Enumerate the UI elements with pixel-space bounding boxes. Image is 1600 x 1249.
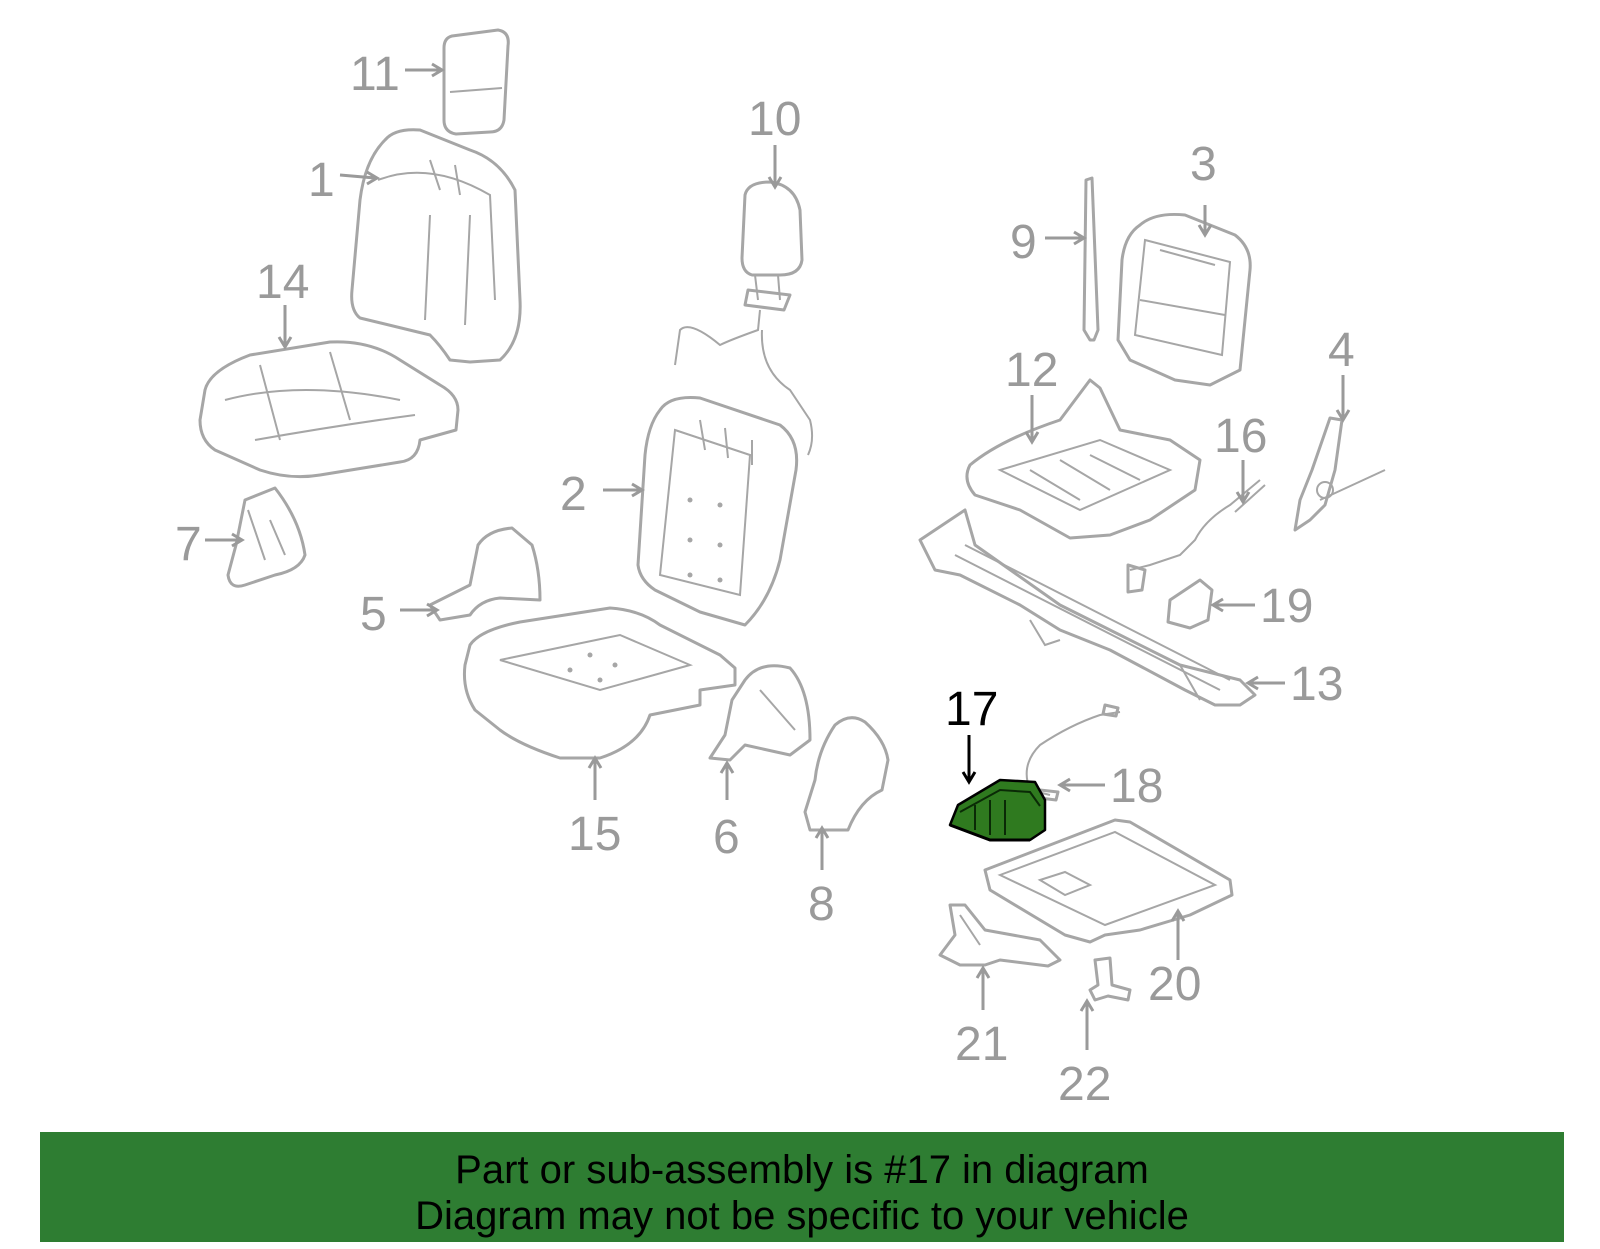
callout-1: 1: [308, 154, 335, 207]
part-8-side-shield[interactable]: [803, 716, 890, 832]
callout-7: 7: [175, 518, 202, 571]
part-17-module-highlighted[interactable]: [948, 778, 1047, 842]
part-5-trim[interactable]: [428, 526, 542, 622]
callout-17-arrow: [961, 735, 977, 785]
part-16-cable[interactable]: [1126, 479, 1266, 594]
part-15-cushion-frame[interactable]: [463, 606, 737, 760]
callout-2: 2: [560, 468, 587, 521]
callout-21: 21: [955, 1018, 1008, 1071]
callout-3: 3: [1190, 138, 1217, 191]
callout-14: 14: [256, 256, 309, 309]
callout-15: 15: [568, 808, 621, 861]
callout-10: 10: [748, 93, 801, 146]
callout-8: 8: [808, 878, 835, 931]
callout-17: 17: [945, 683, 998, 736]
part-10-headrest-assembly[interactable]: [674, 180, 814, 456]
callout-12: 12: [1005, 344, 1058, 397]
part-9-strip[interactable]: [1082, 176, 1100, 342]
part-20-seat-pan[interactable]: [983, 818, 1234, 944]
callout-20: 20: [1148, 958, 1201, 1011]
callout-19: 19: [1260, 580, 1313, 633]
callout-22: 22: [1058, 1058, 1111, 1111]
callout-arrows: [205, 62, 1351, 1050]
part-19-bracket[interactable]: [1166, 578, 1214, 630]
callout-13: 13: [1290, 658, 1343, 711]
banner-line-1: Part or sub-assembly is #17 in diagram: [455, 1148, 1149, 1192]
callout-16: 16: [1214, 410, 1267, 463]
part-12-seat-frame[interactable]: [965, 378, 1202, 540]
part-4-recliner[interactable]: [1293, 416, 1386, 532]
info-banner: Part or sub-assembly is #17 in diagram D…: [40, 1132, 1564, 1242]
callout-6: 6: [713, 811, 740, 864]
part-6-trim-panel[interactable]: [708, 664, 812, 762]
part-7-bracket[interactable]: [226, 486, 307, 588]
callout-4: 4: [1328, 324, 1355, 377]
callout-5: 5: [360, 588, 387, 641]
part-1-seatback-cover[interactable]: [350, 128, 522, 364]
part-3-seatback-frame-right[interactable]: [1116, 213, 1252, 387]
callout-9: 9: [1010, 216, 1037, 269]
callout-18: 18: [1110, 760, 1163, 813]
callout-11: 11: [350, 48, 400, 101]
parts-diagram: 11 1 14 7 5 2 15 6 8 10 9 3 4 12 16 19 1…: [175, 28, 1386, 1111]
part-21-bracket[interactable]: [938, 903, 1062, 968]
part-11-headrest[interactable]: [442, 28, 510, 136]
part-2-seatback-frame[interactable]: [636, 396, 799, 627]
banner-line-2: Diagram may not be specific to your vehi…: [415, 1194, 1189, 1238]
part-13-seat-track[interactable]: [918, 508, 1257, 707]
part-22-hook[interactable]: [1088, 956, 1132, 1002]
part-14-cushion-cover[interactable]: [198, 340, 460, 479]
